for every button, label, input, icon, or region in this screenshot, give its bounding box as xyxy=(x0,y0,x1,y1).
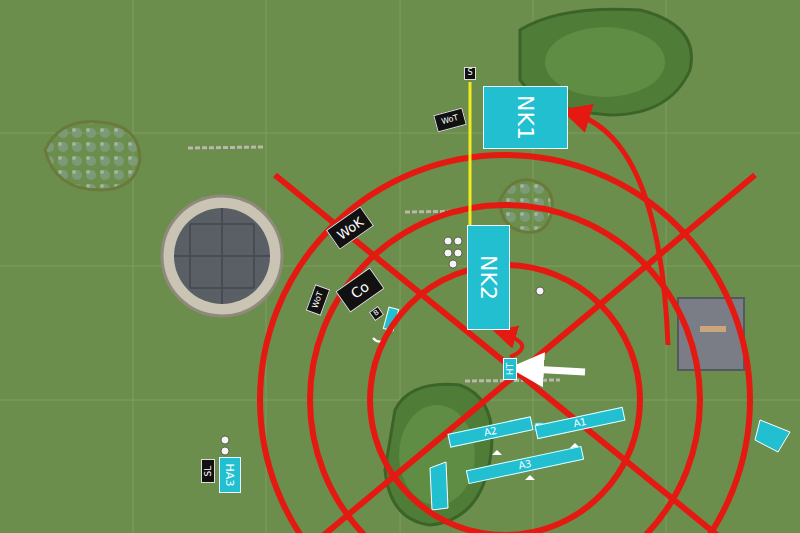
move-arrow xyxy=(530,369,585,372)
unit-label: Co xyxy=(348,279,371,301)
unit-label: NK2 xyxy=(477,255,499,300)
walls xyxy=(188,147,560,381)
unit-block: HA3 xyxy=(219,457,241,493)
unit-label: HT xyxy=(506,363,515,375)
woods xyxy=(45,122,552,233)
order-marker: WoT xyxy=(306,284,331,316)
unit-block: A2 xyxy=(447,416,533,447)
unit-label: A1 xyxy=(572,417,587,430)
move-arrow xyxy=(575,114,668,345)
unit-marker xyxy=(383,307,790,510)
well xyxy=(162,196,282,316)
order-marker: S xyxy=(464,67,476,80)
unit-block: NK2 xyxy=(467,225,510,330)
blast-template xyxy=(260,155,760,533)
unit-block: A3 xyxy=(466,446,584,484)
unit-block: NK1 xyxy=(483,86,568,149)
order-marker: B xyxy=(368,305,383,320)
order-marker: SL xyxy=(201,459,215,483)
unit-label: NK1 xyxy=(514,95,536,140)
unit-label: HA3 xyxy=(225,464,236,487)
unit-label: B xyxy=(372,309,380,317)
unit-label: WoT xyxy=(441,114,460,126)
order-marker: WoT xyxy=(433,107,467,132)
unit-label: SL xyxy=(204,466,213,477)
unit-label: S xyxy=(467,69,472,77)
unit-label: WoK xyxy=(335,214,366,241)
unit-label: A2 xyxy=(482,426,497,439)
unit-label: A3 xyxy=(517,459,532,472)
unit-block: A1 xyxy=(535,407,626,439)
charge-arrow xyxy=(497,332,523,358)
unit-block: WoK xyxy=(326,206,374,250)
unit-block: HT xyxy=(503,358,517,380)
unit-label: WoT xyxy=(311,291,324,310)
